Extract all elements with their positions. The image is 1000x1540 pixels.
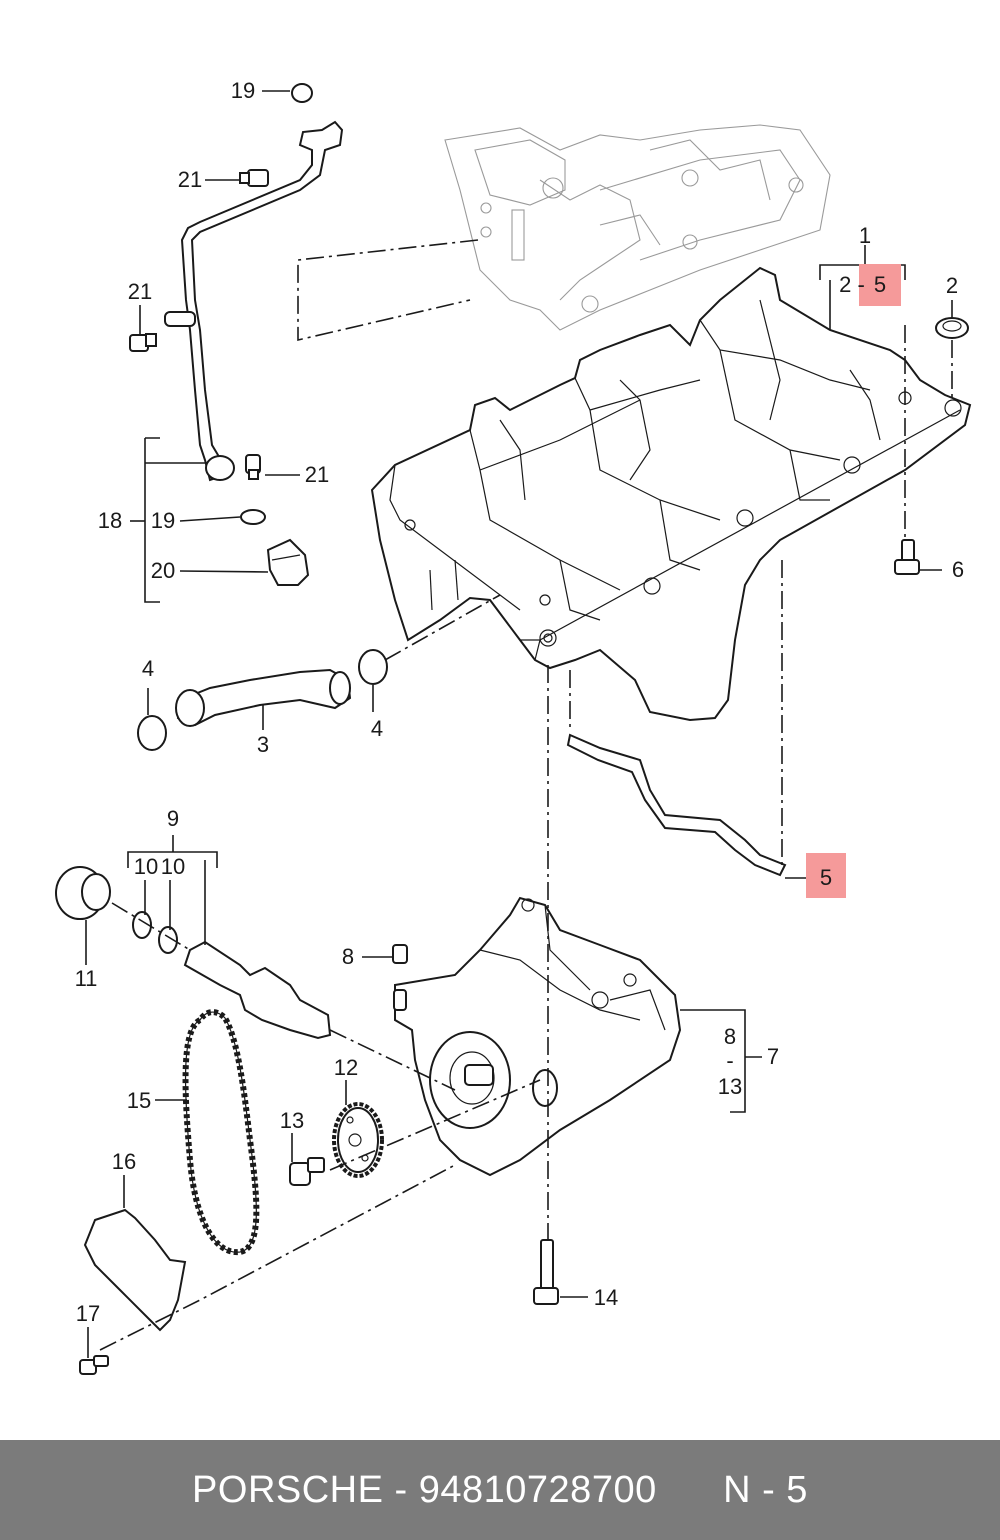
footer-separator: - bbox=[383, 1468, 419, 1511]
label-21-top: 21 bbox=[178, 167, 202, 192]
timing-chain-15 bbox=[182, 1009, 260, 1256]
highlight-box-5 bbox=[806, 853, 846, 898]
seal-cap-11 bbox=[55, 866, 111, 920]
callout-labels: 1 2 - 5 2 6 5 19 21 21 21 18 19 20 4 3 4… bbox=[75, 78, 965, 1326]
sleeve-8 bbox=[392, 944, 408, 1011]
o-ring-10-b bbox=[158, 926, 178, 954]
oil-pan-housing bbox=[370, 266, 972, 722]
label-1: 1 bbox=[859, 223, 871, 248]
label-9: 9 bbox=[167, 806, 179, 831]
cap-20 bbox=[266, 538, 310, 586]
cover-16 bbox=[83, 1208, 187, 1332]
bolt-17 bbox=[79, 1355, 109, 1375]
bolt-21-left bbox=[129, 333, 157, 352]
engine-block-outline bbox=[444, 124, 831, 331]
o-ring-4-right bbox=[358, 649, 388, 685]
part-number: 94810728700 bbox=[418, 1468, 657, 1511]
brand-name: PORSCHE bbox=[192, 1468, 384, 1511]
label-8: 8 bbox=[342, 944, 354, 969]
label-17: 17 bbox=[76, 1301, 100, 1326]
label-10-a: 10 bbox=[134, 854, 158, 879]
bolt-13 bbox=[289, 1157, 325, 1186]
dipstick-tube bbox=[164, 83, 344, 482]
label-21-left: 21 bbox=[128, 279, 152, 304]
label-2-range: 2 - bbox=[839, 272, 865, 297]
diagram-ref: N - 5 bbox=[723, 1468, 808, 1511]
drive-shaft-9 bbox=[183, 940, 332, 1040]
o-ring-4-left bbox=[137, 715, 167, 751]
label-10-b: 10 bbox=[161, 854, 185, 879]
footer-spacer bbox=[657, 1469, 723, 1512]
o-ring-10-a bbox=[132, 911, 152, 939]
o-ring-19-lower bbox=[240, 509, 266, 525]
label-19: 19 bbox=[151, 508, 175, 533]
bolt-21-top bbox=[239, 169, 269, 187]
sprocket-12 bbox=[332, 1102, 384, 1178]
gasket-5 bbox=[566, 733, 787, 877]
label-13-range: 13 bbox=[718, 1074, 742, 1099]
oil-pump-7 bbox=[394, 896, 682, 1177]
label-7: 7 bbox=[767, 1044, 779, 1069]
label-14: 14 bbox=[594, 1285, 618, 1310]
label-21-right: 21 bbox=[305, 462, 329, 487]
label-4-left: 4 bbox=[142, 656, 154, 681]
assembly-guide-lines bbox=[99, 239, 953, 1351]
label-4-right: 4 bbox=[371, 716, 383, 741]
highlight-box-2-5 bbox=[859, 264, 901, 306]
label-5-range: 5 bbox=[874, 272, 886, 297]
label-19-top: 19 bbox=[231, 78, 255, 103]
label-5: 5 bbox=[820, 865, 832, 890]
label-3: 3 bbox=[257, 732, 269, 757]
bolt-14 bbox=[533, 1239, 559, 1305]
label-11: 11 bbox=[75, 966, 98, 991]
label-range-dash: - bbox=[726, 1048, 733, 1073]
label-12: 12 bbox=[334, 1055, 358, 1080]
label-15: 15 bbox=[127, 1088, 151, 1113]
label-20: 20 bbox=[151, 558, 175, 583]
seal-ring-2 bbox=[935, 317, 969, 339]
label-18: 18 bbox=[98, 508, 122, 533]
label-13: 13 bbox=[280, 1108, 304, 1133]
label-2: 2 bbox=[946, 273, 958, 298]
oil-pipe-3 bbox=[175, 668, 352, 727]
bolt-21-right bbox=[245, 454, 261, 480]
label-6: 6 bbox=[952, 557, 964, 582]
exploded-parts-diagram: 1 2 - 5 2 6 5 19 21 21 21 18 19 20 4 3 4… bbox=[55, 78, 972, 1375]
bolt-6 bbox=[894, 539, 920, 575]
part-number-footer: PORSCHE - 94810728700 N - 5 bbox=[0, 1440, 1000, 1540]
label-16: 16 bbox=[112, 1149, 136, 1174]
label-8-range: 8 bbox=[724, 1024, 736, 1049]
